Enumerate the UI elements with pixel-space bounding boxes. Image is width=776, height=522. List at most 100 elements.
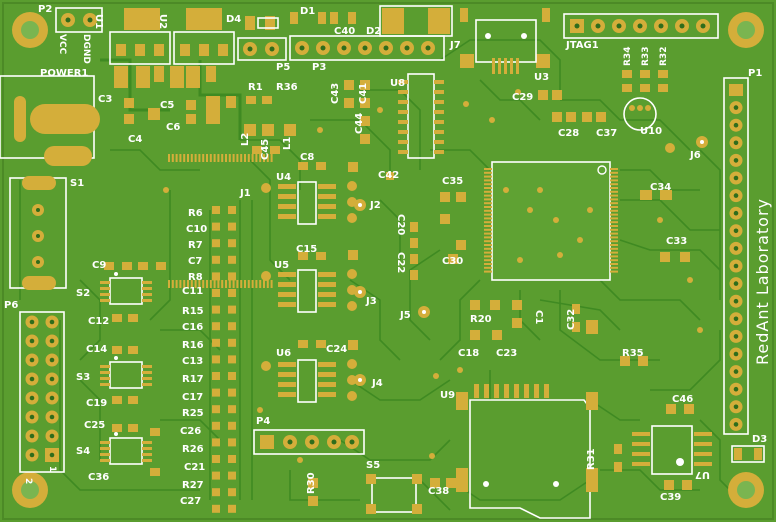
module-pin — [100, 287, 110, 290]
silkscreen-labels: P2 VCC DGND U1 U2 D4 D1 C40 D2 J7 JTAG1 … — [4, 4, 772, 507]
mcu-pin — [610, 228, 618, 231]
power-caps — [114, 66, 296, 154]
label-r31: R31 — [586, 448, 597, 470]
passive-pad — [228, 305, 236, 314]
mcu-pin — [484, 244, 492, 246]
label-c29: C29 — [512, 92, 533, 103]
mcu-pin — [610, 179, 618, 182]
mcu-pin — [213, 280, 216, 288]
header-p4 — [253, 429, 365, 455]
mcu-pin — [610, 190, 618, 193]
mcu-pin — [190, 280, 193, 288]
label-c7: C7 — [188, 256, 202, 267]
soic-pin — [278, 392, 296, 397]
module-pin — [100, 371, 110, 374]
module-pin — [100, 383, 110, 386]
label-j2: J2 — [369, 200, 381, 211]
soic-pin — [318, 362, 336, 367]
passive-pad — [228, 488, 236, 497]
label-p6: P6 — [4, 300, 18, 311]
label-s1: S1 — [70, 178, 84, 189]
u8-pin — [398, 140, 408, 144]
label-jtag1: JTAG1 — [565, 40, 599, 51]
label-r20: R20 — [470, 314, 492, 325]
label-c34: C34 — [650, 182, 671, 193]
soic-via — [261, 361, 271, 371]
mcu-pin — [610, 217, 618, 220]
mcu-pin — [270, 280, 273, 288]
module-pin — [142, 365, 152, 368]
mcu-pin — [610, 183, 618, 186]
mcu-pin — [190, 154, 193, 162]
mcu-pin — [259, 154, 262, 162]
label-l2: L2 — [240, 133, 251, 146]
chip-u7 — [614, 404, 765, 490]
mcu-pin — [484, 247, 492, 250]
label-c24: C24 — [326, 344, 347, 355]
mcu-pin — [610, 175, 618, 178]
passive-pad — [228, 222, 236, 231]
p1-pin-hole — [733, 298, 739, 304]
mcu-pin — [209, 154, 212, 162]
passive-pad — [212, 222, 220, 231]
mcu-pin — [236, 154, 239, 162]
label-c12: C12 — [88, 316, 109, 327]
label-c44: C44 — [354, 113, 365, 134]
p1-pin-hole — [733, 281, 739, 286]
chip-u4 — [297, 181, 317, 225]
mcu-pin — [484, 187, 492, 189]
module-pin — [100, 459, 110, 462]
mcu-pin — [266, 280, 269, 288]
mcu-pin — [198, 154, 201, 162]
label-j3: J3 — [365, 296, 377, 307]
soic-pin — [278, 282, 296, 287]
u8-pin — [398, 120, 408, 124]
label-d4: D4 — [226, 14, 241, 25]
mcu-pin — [255, 154, 258, 162]
mcu-pin — [610, 213, 618, 216]
module-pin — [142, 287, 152, 290]
soic-pin — [278, 214, 296, 219]
label-s4: S4 — [76, 446, 90, 457]
soic-pin — [278, 184, 296, 189]
module-dot — [114, 272, 118, 276]
label-c11: C11 — [182, 286, 203, 297]
label-c40: C40 — [334, 26, 355, 37]
mcu-pin — [610, 198, 618, 201]
passive-pad — [228, 255, 236, 264]
passive-pad — [212, 372, 220, 380]
mcu-pin — [610, 259, 618, 262]
mcu-pin — [263, 280, 265, 288]
soic-pin — [318, 372, 336, 377]
mcu-pin — [251, 280, 254, 288]
p1-pin-hole — [733, 122, 739, 128]
mcu-pin — [240, 280, 243, 288]
mcu-pin — [610, 225, 618, 227]
resistors-r32-r34 — [622, 70, 668, 92]
mcu-pin — [610, 266, 618, 269]
mcu-pin — [244, 154, 246, 162]
module-pin — [142, 299, 152, 302]
label-u1: U1 — [93, 14, 104, 29]
header-p1 — [723, 77, 749, 435]
label-j7: J7 — [449, 40, 461, 51]
label-r17: R17 — [182, 374, 204, 385]
mcu-qfp — [168, 154, 618, 288]
mcu-pin — [610, 240, 618, 243]
mcu-pin — [228, 154, 231, 162]
p1-pin-hole — [733, 175, 739, 181]
soic-pin — [318, 302, 336, 307]
mcu-pin — [484, 179, 492, 182]
mcu-pin — [610, 247, 618, 250]
mcu-pin — [610, 255, 618, 258]
mcu-pin — [484, 251, 492, 254]
label-c23: C23 — [496, 348, 517, 359]
passive-pad — [228, 272, 236, 281]
mcu-pin — [484, 213, 492, 216]
passive-pad — [212, 504, 220, 513]
header-p6 — [19, 311, 65, 473]
p1-pin-hole — [733, 105, 739, 110]
passive-pad — [228, 388, 236, 397]
soic-pin — [278, 204, 296, 209]
soic-pin — [278, 372, 296, 377]
